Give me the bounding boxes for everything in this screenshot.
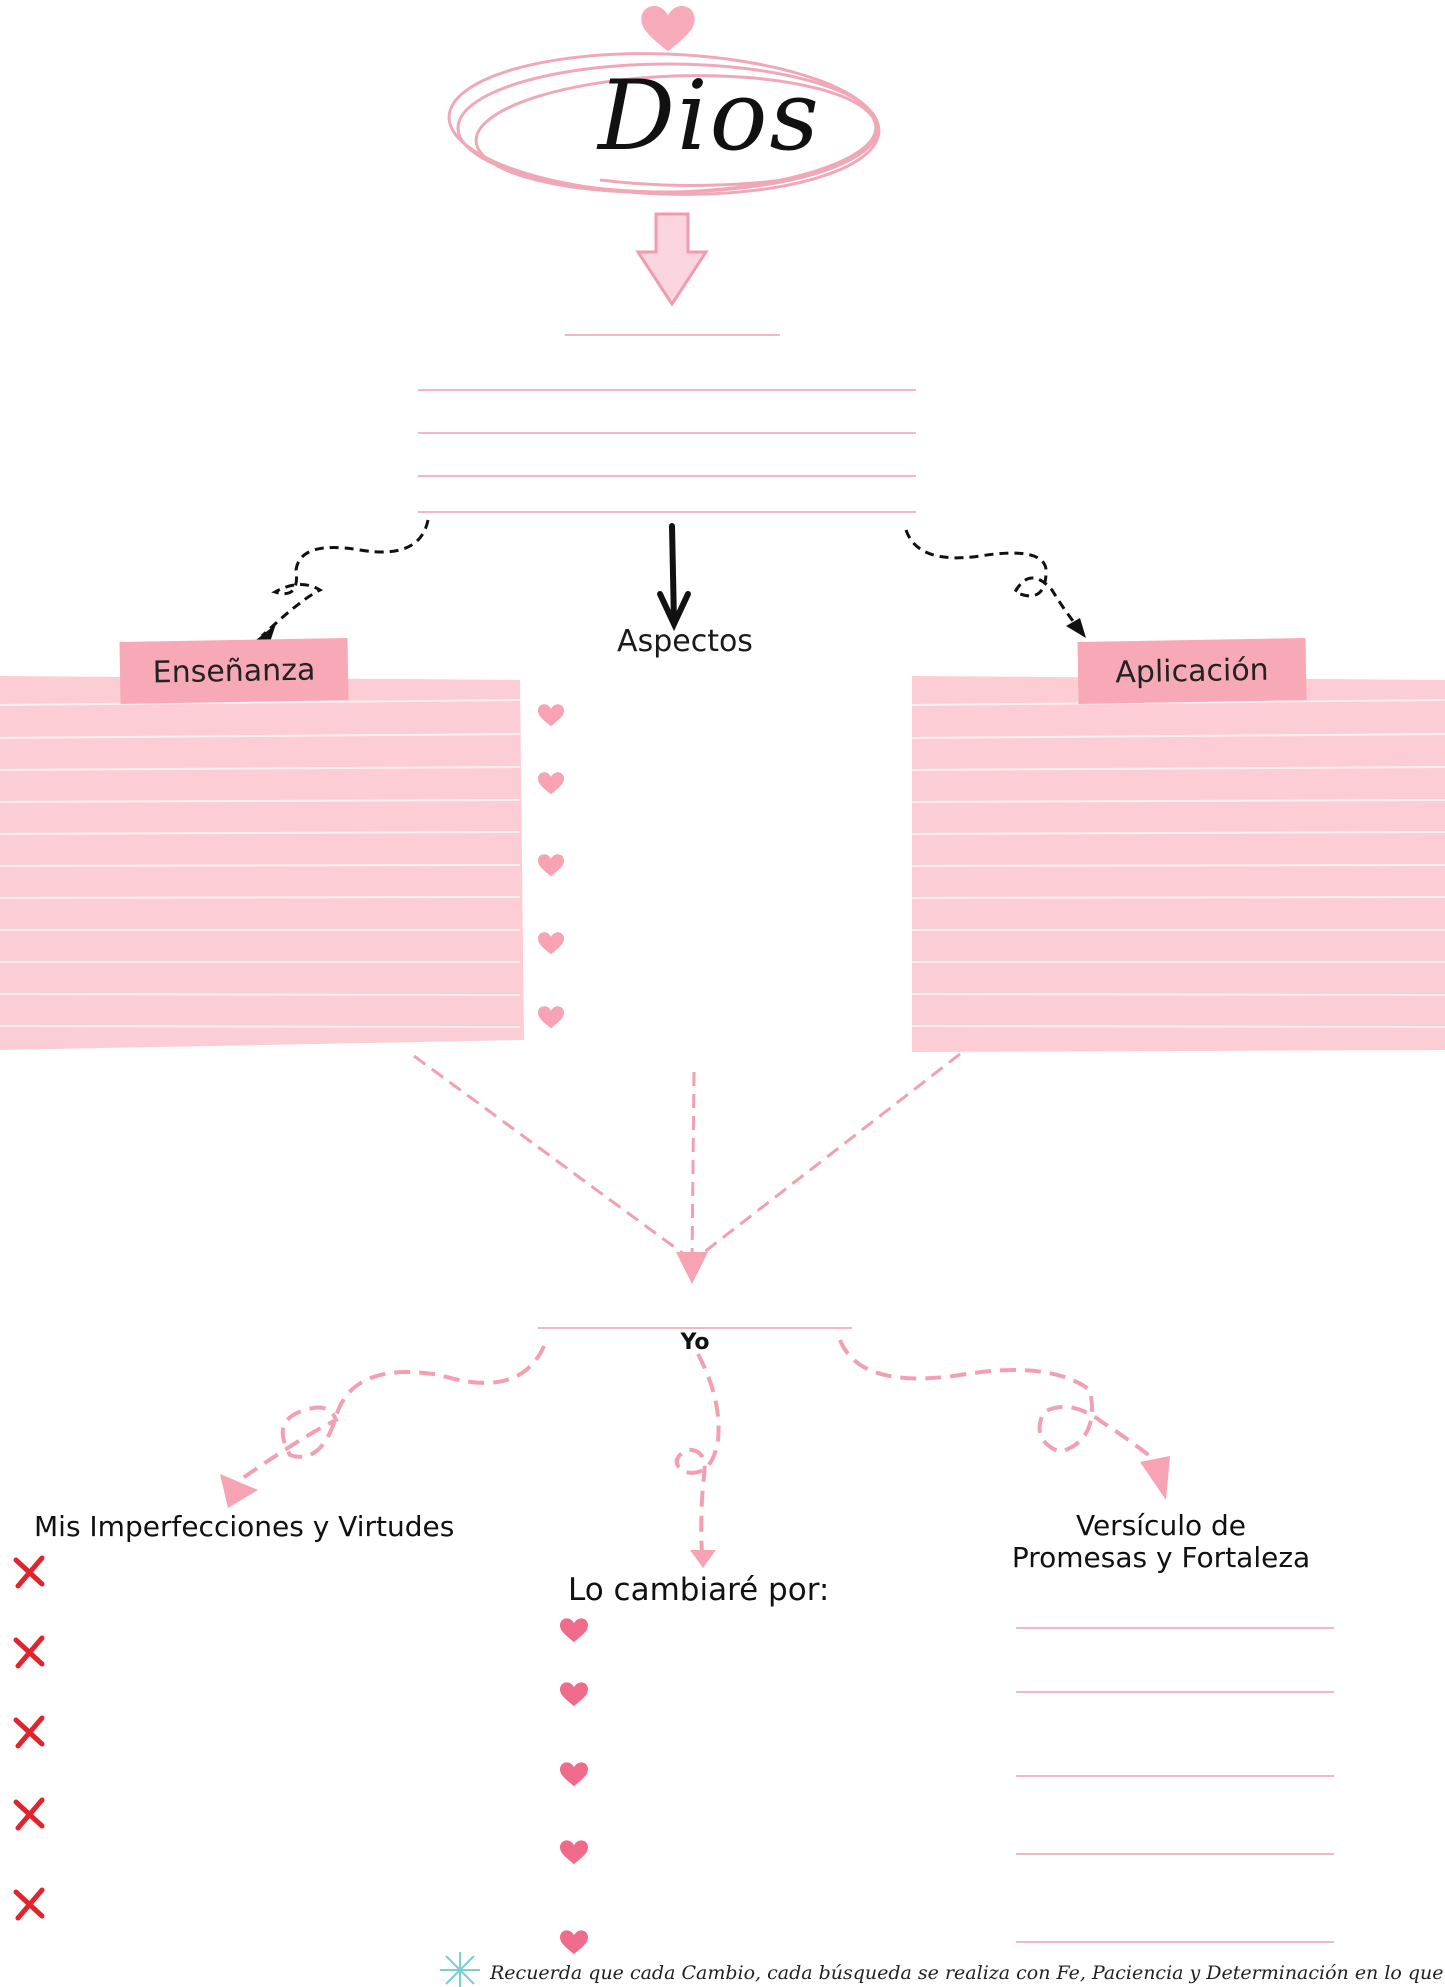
ensenanza-label: Enseñanza xyxy=(152,652,316,690)
down-arrow-icon xyxy=(635,212,709,307)
aspectos-label: Aspectos xyxy=(617,624,753,659)
footer-quote: Recuerda que cada Cambio, cada búsqueda … xyxy=(490,1962,1445,1984)
aspect-heart-icon xyxy=(538,932,564,955)
branch-arrows xyxy=(238,1339,1162,1557)
imperfecciones-label: Mis Imperfecciones y Virtudes xyxy=(34,1510,455,1543)
versiculo-line-1: Versículo de xyxy=(1075,1509,1247,1542)
funnel-dashed-lines xyxy=(413,1052,961,1262)
change-heart-icon xyxy=(560,1840,588,1865)
change-heart-icon xyxy=(560,1930,588,1955)
change-bullets xyxy=(560,1618,588,1955)
aspect-heart-icon xyxy=(538,854,564,877)
cross-icon xyxy=(13,1887,45,1921)
versiculo-label: Versículo de Promesas y Fortaleza xyxy=(1006,1510,1316,1574)
branch-arrowheads xyxy=(220,1456,1170,1568)
right-arrowhead xyxy=(1066,618,1086,638)
change-heart-icon xyxy=(560,1762,588,1787)
title-write-lines xyxy=(418,334,916,513)
cambiare-label: Lo cambiaré por: xyxy=(568,1572,830,1608)
aplicacion-box xyxy=(911,676,1445,1052)
yo-label: Yo xyxy=(680,1330,710,1355)
top-heart-icon xyxy=(641,6,695,52)
page-title: Dios xyxy=(598,60,821,172)
cross-icon xyxy=(13,1555,45,1589)
change-heart-icon xyxy=(560,1618,588,1643)
cross-icon xyxy=(13,1635,45,1669)
funnel-arrowhead xyxy=(676,1252,708,1284)
left-arrowhead xyxy=(256,624,276,642)
verse-write-lines xyxy=(1016,1627,1334,1943)
aplicacion-tape: Aplicación xyxy=(1077,638,1307,704)
sparkle-icon xyxy=(440,1952,480,1987)
title-scribble-circle xyxy=(447,52,881,196)
versiculo-line-2: Promesas y Fortaleza xyxy=(1011,1541,1311,1574)
aspect-arrow xyxy=(657,523,691,632)
right-curved-arrow xyxy=(904,529,1082,631)
cross-icon xyxy=(13,1797,45,1831)
ensenanza-tape: Enseñanza xyxy=(119,638,349,704)
aplicacion-label: Aplicación xyxy=(1115,652,1269,690)
aspect-heart-icon xyxy=(538,704,564,727)
aspect-heart-icon xyxy=(538,1006,564,1029)
change-heart-icon xyxy=(560,1682,588,1707)
left-curved-arrow xyxy=(260,519,430,638)
imperfection-bullets xyxy=(13,1555,45,1921)
ensenanza-box xyxy=(0,676,524,1050)
cross-icon xyxy=(13,1715,45,1749)
aspect-bullets xyxy=(538,704,564,1029)
aspect-heart-icon xyxy=(538,772,564,795)
